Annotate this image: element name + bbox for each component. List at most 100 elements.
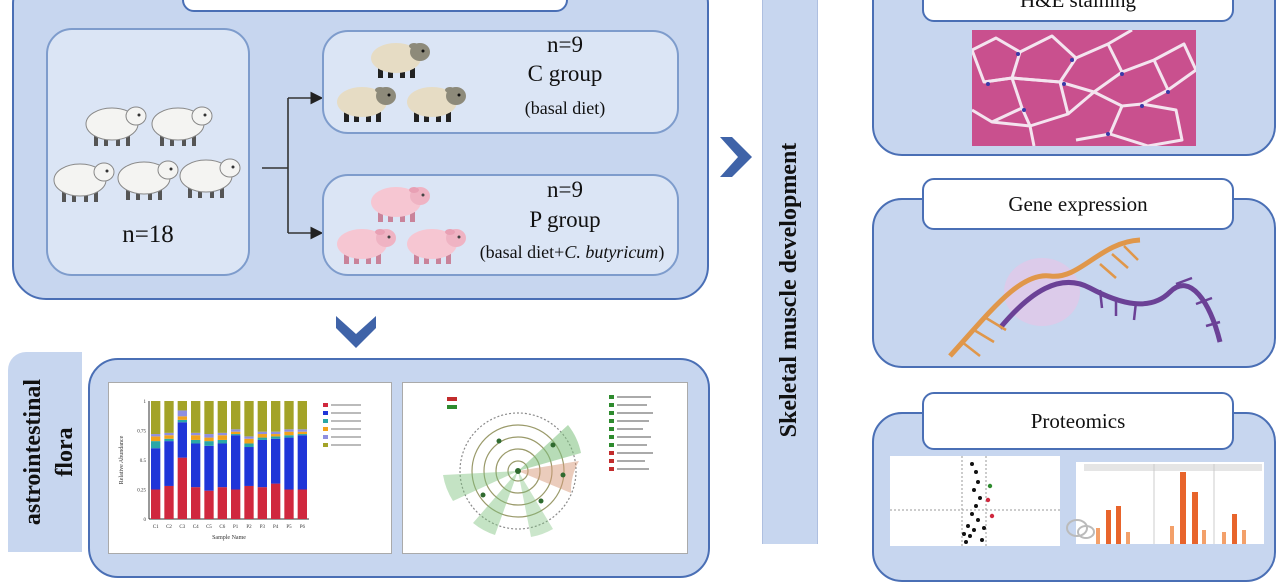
bar-segment	[244, 438, 254, 444]
bar-segment	[284, 437, 294, 490]
legend-swatch	[323, 427, 328, 431]
bar-segment	[191, 432, 201, 436]
bar-segment	[151, 436, 161, 442]
cladogram-sector-2	[443, 471, 518, 501]
bar-segment	[204, 445, 214, 491]
cladogram-nodes	[480, 438, 566, 504]
bar-segment	[177, 422, 187, 458]
bar-segment	[204, 437, 214, 442]
legend-swatch	[323, 435, 328, 439]
legend-swatch	[323, 443, 328, 447]
bar-segment	[164, 432, 174, 436]
y-tick-label: 0.25	[137, 489, 146, 494]
bar-segment	[204, 434, 214, 438]
bar-segment	[164, 485, 174, 519]
bar-segment	[164, 441, 174, 486]
bar-segment	[284, 435, 294, 438]
c-group-diet: (basal diet)	[524, 98, 606, 118]
legend-pt-swatch	[447, 405, 457, 409]
bar-segment	[177, 401, 187, 411]
cladogram-legend-list	[609, 395, 653, 471]
c-group-count: n=9	[547, 32, 583, 57]
bar-segment	[231, 435, 241, 490]
protein-bar-plot-svg	[1084, 464, 1262, 544]
cladogram-sector-4	[518, 471, 553, 537]
watermark	[1066, 516, 1266, 542]
bar-segment	[191, 443, 201, 488]
bar-segment	[217, 443, 227, 488]
x-axis-label: Sample Name	[212, 535, 246, 541]
x-tick-label: P3	[260, 525, 266, 530]
bar-segment	[284, 429, 294, 432]
gi-label-line1: astrointestinal	[20, 378, 46, 526]
bar-segment	[257, 487, 267, 519]
x-tick-label: C4	[193, 525, 199, 530]
bar-segment	[257, 434, 267, 438]
gene-expression-title: Gene expression	[1008, 191, 1148, 216]
skeletal-muscle-band	[762, 0, 818, 544]
x-tick-label: C3	[179, 525, 185, 530]
bar-segment	[151, 448, 161, 490]
gene-expression-title-box: Gene expression	[922, 178, 1234, 230]
cladogram-sector-5	[518, 461, 579, 493]
muscle-tissue-svg	[972, 30, 1196, 146]
bar-segment	[204, 441, 214, 446]
cladogram-sector-3	[473, 471, 518, 535]
p-group-diet-suffix: )	[658, 242, 665, 262]
bar-segment	[231, 431, 241, 435]
bar-segment	[177, 419, 187, 423]
y-axis-label: Relative Abundance	[119, 435, 125, 484]
bar-segment	[297, 429, 307, 432]
pink-sheep-group	[330, 174, 480, 276]
p-group-diet: (basal diet+C. butyricum)	[466, 242, 678, 263]
cladogram-sector-1	[518, 425, 581, 471]
x-tick-label: C1	[153, 525, 159, 530]
bar-segment	[151, 434, 161, 437]
p-group-diet-prefix: (basal diet+	[479, 242, 565, 262]
right-chevron-icon	[720, 137, 752, 177]
volcano-plot-image	[890, 456, 1060, 546]
dna-helix-icon	[948, 237, 1223, 358]
bar-segment	[297, 431, 307, 435]
he-staining-image	[972, 30, 1196, 146]
bar-segment	[177, 410, 187, 417]
x-tick-label: P6	[300, 525, 306, 530]
gi-label-tab	[8, 352, 82, 552]
bar-segment	[271, 431, 281, 435]
c-group-name: C group	[527, 61, 603, 86]
bar-segment	[244, 443, 254, 448]
proteomics-title: Proteomics	[1030, 408, 1126, 433]
bar-segment	[177, 416, 187, 420]
tan-sheep-svg	[337, 43, 466, 122]
bar-segment	[217, 435, 227, 440]
bar-segment	[204, 401, 214, 435]
bar-segment	[231, 429, 241, 432]
bar-segment	[231, 434, 241, 436]
y-tick-label: 0.5	[140, 459, 147, 464]
bar-segment	[257, 401, 267, 432]
bar-segment	[244, 447, 254, 486]
bar-segment	[297, 434, 307, 436]
legend-swatch	[323, 403, 328, 407]
bar-segment	[151, 401, 161, 435]
bar-segment	[257, 437, 267, 440]
bar-segment	[284, 431, 294, 436]
legend-ct-swatch	[447, 397, 457, 401]
bar-segment	[297, 489, 307, 519]
y-tick-label: 0.75	[137, 430, 146, 435]
wechat-icon	[1066, 519, 1095, 539]
whole-flock-card	[46, 28, 250, 276]
cladogram	[443, 395, 653, 537]
cladogram-card	[402, 382, 688, 554]
bar-segment	[177, 457, 187, 519]
bar-segment	[271, 434, 281, 437]
bar-segment	[271, 438, 281, 484]
y-tick-label: 0	[144, 518, 147, 523]
p-group-diet-species: C. butyricum	[564, 242, 659, 262]
bar-segment	[217, 487, 227, 519]
bar-segment	[217, 439, 227, 444]
bar-segment	[164, 401, 174, 433]
x-tick-label: C6	[219, 525, 225, 530]
bar-segment	[191, 435, 201, 440]
